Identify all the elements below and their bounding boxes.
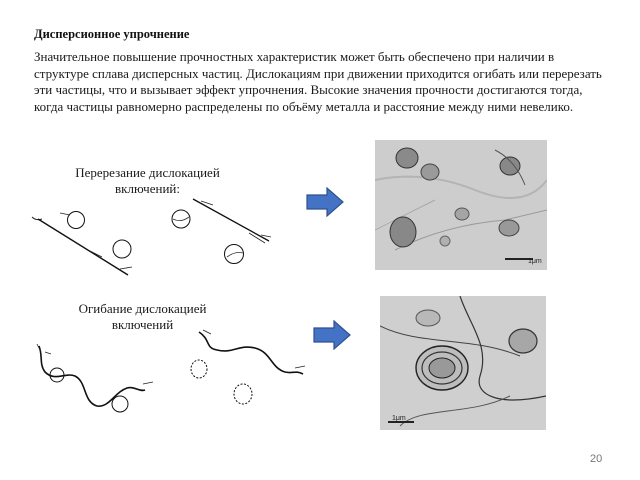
body-paragraph: Значительное повышение прочностных харак… bbox=[34, 49, 602, 114]
arrow-right-icon bbox=[313, 320, 351, 350]
bowing-sketch-left bbox=[36, 343, 154, 413]
arrow-right-icon bbox=[306, 187, 344, 217]
cutting-sketch-right bbox=[171, 198, 272, 264]
cutting-sketch-left bbox=[31, 211, 133, 276]
slide-title: Дисперсионное упрочнение bbox=[34, 27, 190, 41]
bowing-label: Огибание дислокацией включений bbox=[78, 301, 207, 332]
cutting-label: Перерезание дислокацией включений: bbox=[75, 165, 220, 196]
micrograph-bowing: 1μm bbox=[380, 296, 546, 430]
bowing-sketch-right bbox=[190, 329, 306, 405]
page-number: 20 bbox=[590, 453, 603, 465]
scale-label-bottom: 1μm bbox=[392, 415, 406, 422]
scale-label-top: 1μm bbox=[528, 258, 542, 265]
micrograph-cutting: 1μm bbox=[375, 140, 547, 270]
